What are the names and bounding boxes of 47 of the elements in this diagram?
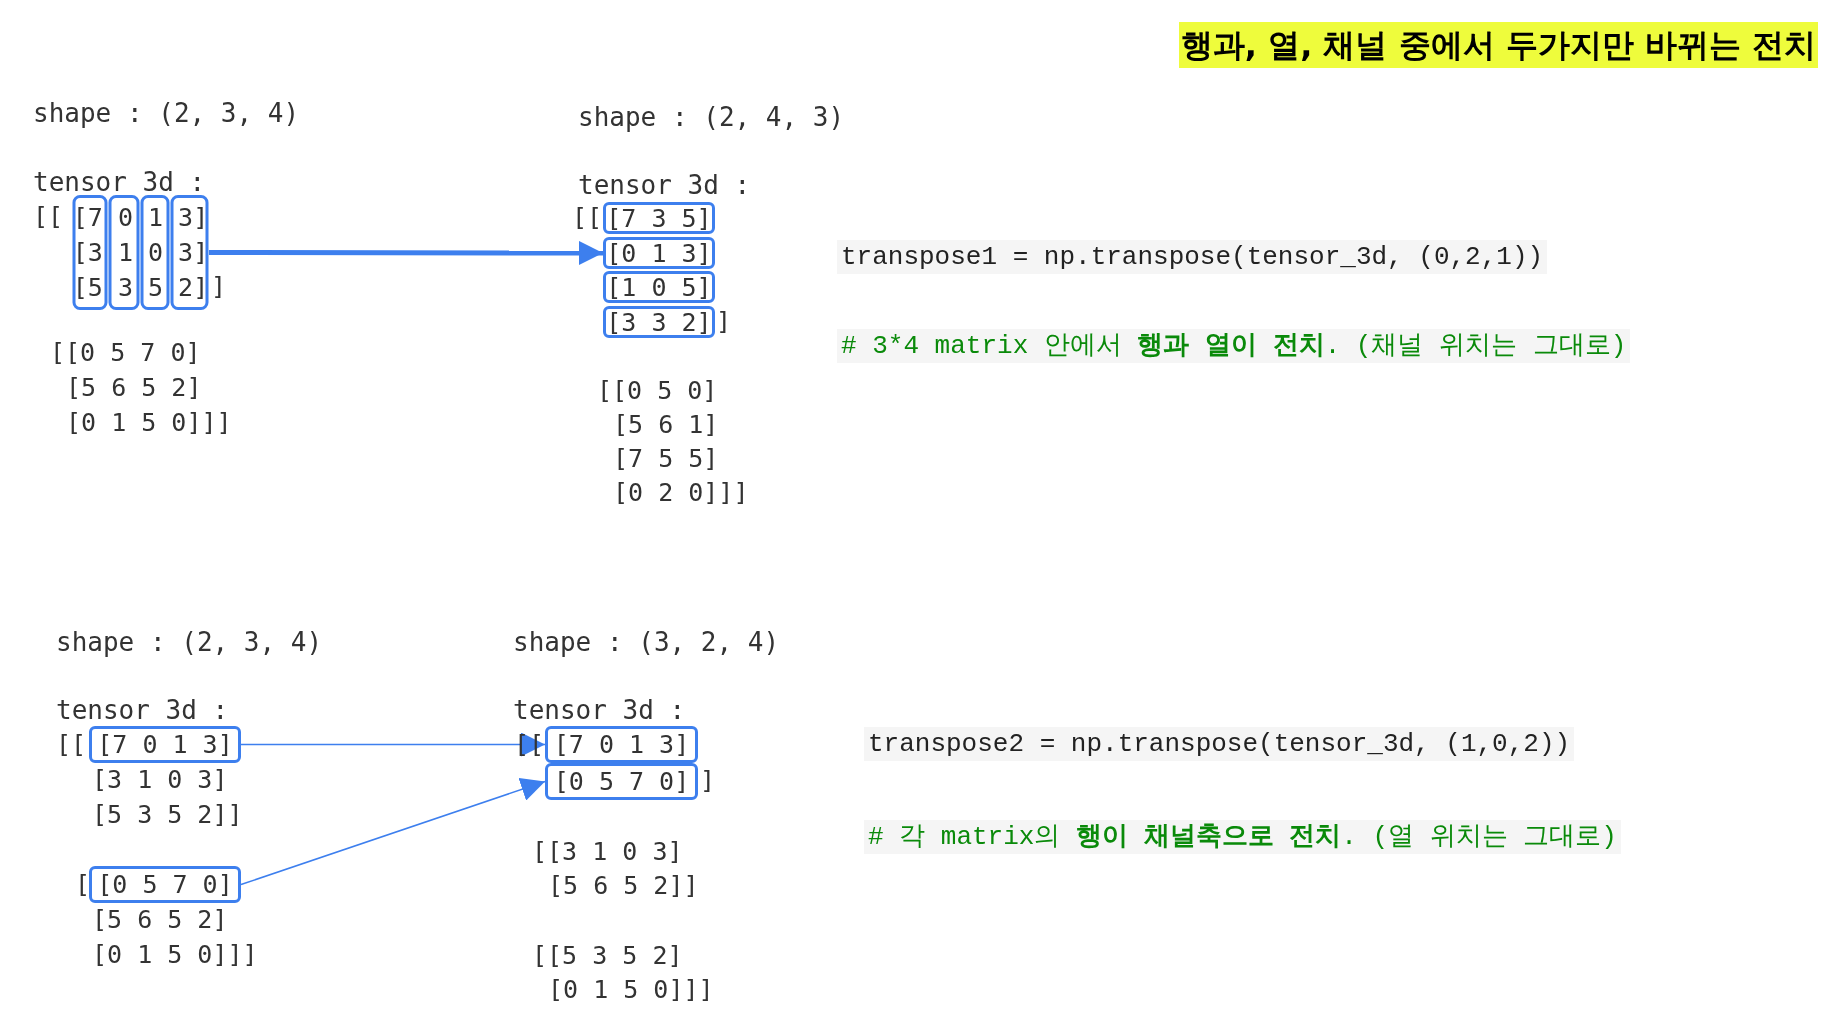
arrow: [240, 777, 546, 886]
matrix-row-text: [5 3 5 2]]: [92, 799, 243, 831]
matrix-row-text: [0 1 5 0]]]: [66, 407, 232, 439]
highlighted-row: [3 3 2]: [603, 306, 715, 338]
matrix-row-text: [[0 5 0]: [597, 375, 718, 407]
output-text: tensor 3d :: [33, 166, 206, 199]
highlighted-row: [0 5 7 0]: [545, 763, 698, 800]
matrix-row-text: [5 6 1]: [613, 409, 719, 441]
matrix-row-text: [7 5 5]: [613, 443, 719, 475]
matrix-row-text: [[5 3 5 2]: [532, 940, 683, 972]
matrix-row-text: [3 1 0 3]: [72, 237, 209, 269]
matrix-row-text: [[: [56, 729, 87, 761]
output-text: tensor 3d :: [578, 169, 751, 202]
output-text: shape : (2, 3, 4): [33, 97, 300, 130]
matrix-row-text: [5 3 5 2]: [72, 272, 209, 304]
matrix-row-text: [5 6 5 2]: [66, 372, 202, 404]
highlighted-row: [7 0 1 3]: [545, 726, 698, 763]
matrix-row-text: [[: [33, 201, 64, 233]
output-text: shape : (3, 2, 4): [513, 626, 780, 659]
matrix-row-text: [: [75, 869, 91, 901]
matrix-row-text: [5 6 5 2]: [92, 904, 228, 936]
arrow: [209, 240, 603, 265]
matrix-row-text: ]: [700, 765, 716, 797]
arrow: [240, 732, 546, 757]
highlighted-row: [0 5 7 0]: [89, 866, 241, 903]
matrix-row-text: ]: [211, 271, 227, 303]
highlighted-row: [7 3 5]: [603, 202, 715, 234]
matrix-row-text: [5 6 5 2]]: [548, 870, 699, 902]
output-text: shape : (2, 4, 3): [578, 101, 845, 134]
highlighted-row: [1 0 5]: [603, 271, 715, 303]
code-comment: # 3*4 matrix 안에서 행과 열이 전치. (채널 위치는 그대로): [837, 329, 1631, 363]
matrix-row-text: [[3 1 0 3]: [532, 836, 683, 868]
output-text: tensor 3d :: [56, 694, 229, 727]
matrix-row-text: [[: [572, 202, 603, 234]
title: 행과, 열, 채널 중에서 두가지만 바뀌는 전치: [1178, 22, 1818, 68]
matrix-row-text: [7 0 1 3]: [72, 202, 209, 234]
matrix-row-text: [0 1 5 0]]]: [548, 974, 714, 1006]
matrix-row-text: [[0 5 7 0]: [50, 337, 201, 369]
output-text: shape : (2, 3, 4): [56, 626, 323, 659]
matrix-row-text: ]: [716, 306, 732, 338]
code-comment: # 각 matrix의 행이 채널축으로 전치. (열 위치는 그대로): [864, 820, 1621, 854]
output-text: tensor 3d :: [513, 694, 686, 727]
matrix-row-text: [0 1 5 0]]]: [92, 939, 258, 971]
matrix-row-text: [3 1 0 3]: [92, 764, 228, 796]
highlighted-row: [7 0 1 3]: [89, 726, 241, 763]
highlighted-row: [0 1 3]: [603, 237, 715, 269]
matrix-row-text: [0 2 0]]]: [613, 477, 749, 509]
